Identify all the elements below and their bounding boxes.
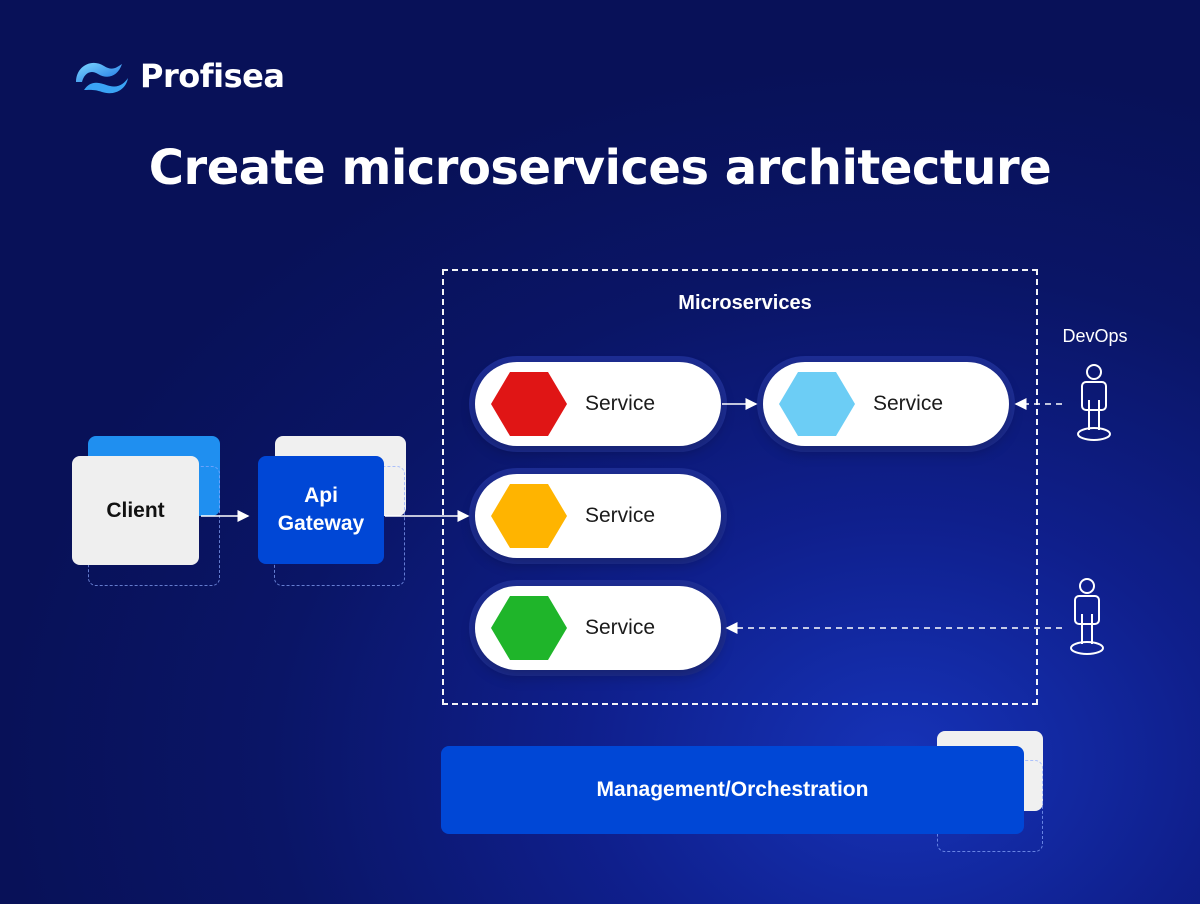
client-label: Client [106,498,165,522]
gateway-label: Api Gateway [277,484,365,535]
management-label: Management/Orchestration [596,778,869,801]
wave-logo-icon [76,62,128,94]
page-title: Create microservices architecture [148,140,1052,196]
microservices-label: Microservices [678,292,812,314]
service-label: Service [585,616,656,639]
lightblue-hexagon-icon [779,372,855,436]
brand-name: Profisea [140,57,285,95]
client-card: Client [72,456,199,565]
green-hexagon-icon [491,596,567,660]
service-node-yellow: Service [469,468,727,564]
devops-person-icon [1077,364,1111,441]
management-bar: Management/Orchestration [441,746,1024,834]
service-label: Service [585,504,656,527]
service-label: Service [873,392,944,415]
service-node-red: Service [469,356,727,452]
gateway-card: Api Gateway [258,456,384,564]
service-node-lightblue: Service [757,356,1015,452]
microservices-container [442,269,1038,705]
devops-label: DevOps [1062,326,1128,346]
service-label: Service [585,392,656,415]
user-person-icon [1070,578,1104,655]
brand-logo: Profisea [72,56,285,96]
service-node-green: Service [469,580,727,676]
